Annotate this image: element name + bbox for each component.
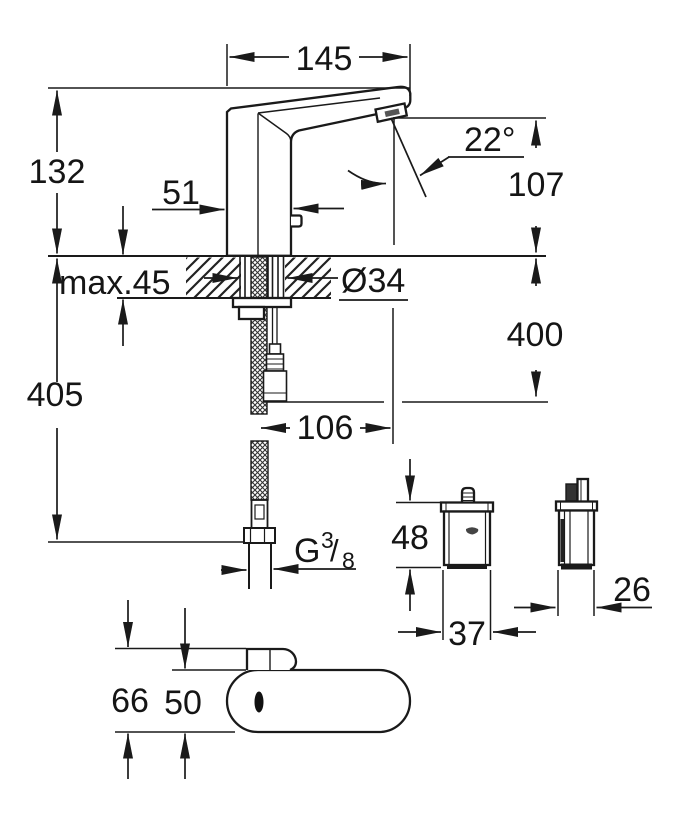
angle-leader-arrow [419,156,450,177]
grohe-logo-mark [465,527,479,535]
sensor-beam-line [390,117,427,198]
dim-spout-reach: 145 [226,40,411,96]
braided-hose-lower [250,440,269,501]
dim-overall-drop: 405 [27,258,245,543]
sensor-angle-construction: 22° [347,117,524,444]
shank-tube-lines [239,257,285,298]
dim-box-height: 48 [391,459,441,611]
dim-hose-to-outlet: 106 [261,409,391,447]
dim-hole-diameter: Ø34 [204,262,408,301]
dim-spout-reach-label: 145 [296,40,353,78]
dim-hose-drop: 400 [263,258,564,403]
thread-denominator-label: 8 [342,548,355,574]
spout-top-inner-edge [257,97,381,114]
hex-nut [243,527,276,544]
control-box-front-view [439,486,495,569]
cable-plug-connector [262,343,288,402]
thread-numerator-label: 3 [321,527,334,553]
dim-height-above-deck: 132 [29,87,410,254]
faucet-side-view [225,85,412,257]
dim-hose-drop-label: 400 [507,316,564,354]
dim-deck-thickness: max.45 [59,206,171,346]
dim-height-label: 132 [29,153,86,191]
faucet-body-outline [225,85,412,257]
plan-sensor-window [254,691,264,713]
dim-thread: G 3 / 8 [221,527,356,575]
box-top-flange [439,501,495,513]
control-box-side-view [554,477,599,570]
thread-slash-label: / [330,533,339,568]
dim-hose-to-outlet-label: 106 [297,409,354,447]
side-box-plate [576,477,590,505]
dim-outlet-height-label: 107 [508,166,565,204]
dim-outlet-height: 107 [394,117,565,253]
dim-box-width-label: 37 [448,615,486,653]
plan-lever [245,647,298,672]
sensor-cable [271,307,278,344]
mounting-shank-and-hose [231,256,293,589]
hose-end-fitting [243,499,276,589]
dim-plan-body-depth: 50 [164,608,246,779]
dim-plan-body-depth-label: 50 [164,684,202,722]
sensor-window [384,108,400,117]
dim-box-depth: 26 [514,570,652,616]
thread-prefix-label: G [294,532,320,570]
dim-box-height-label: 48 [391,519,429,557]
faucet-plan-view [225,647,412,734]
dim-overall-drop-label: 405 [27,376,84,414]
dim-hole-diameter-label: Ø34 [341,262,405,300]
dim-plan-depth-lever-label: 66 [111,682,149,720]
side-box-flange [554,500,599,512]
dim-base-width: 51 [152,174,344,215]
dim-box-depth-label: 26 [613,571,651,609]
box-nipple [460,486,476,503]
plan-body-outline [225,668,412,734]
dim-deck-thickness-label: max.45 [59,264,171,302]
body-chamfer-edge [257,112,292,142]
dim-box-width: 37 [398,570,536,653]
dim-sensor-angle-label: 22° [464,121,515,159]
box-body [442,510,492,567]
angle-sweep-arc [347,169,387,190]
box-base-plate [447,564,487,569]
side-box-nipple [565,483,578,502]
side-box-base-plate [561,563,592,570]
mounting-washer [231,296,293,309]
temperature-lever-side [291,214,303,228]
dim-base-width-label: 51 [162,174,200,212]
mounting-nut [237,305,266,321]
side-box-dark-strip [560,519,564,562]
